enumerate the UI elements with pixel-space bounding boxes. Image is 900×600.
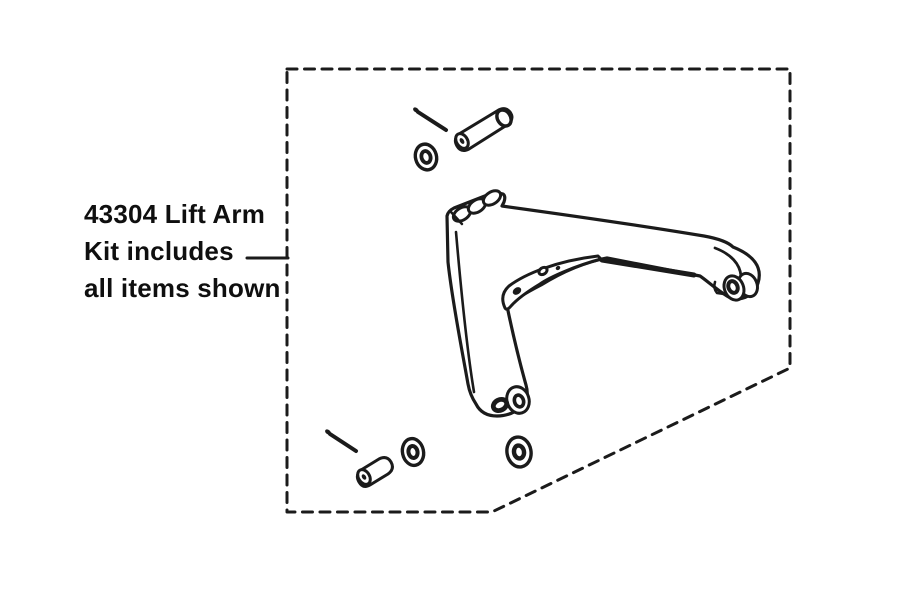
kit-callout-line-1: 43304 Lift Arm (84, 199, 266, 229)
washer-hole (419, 149, 433, 165)
lift-arm-outline (445, 190, 761, 418)
plate-hole (555, 265, 561, 271)
lower-tie-bar (599, 257, 697, 278)
washer-bottom-left (400, 436, 426, 468)
pin-head (495, 108, 513, 128)
bushing-tab (713, 280, 726, 296)
plate-hole (537, 265, 549, 277)
kit-callout-line-3: all items shown (84, 273, 281, 303)
clevis-pin-top (453, 107, 514, 152)
clevis-bushing-hole (512, 393, 526, 409)
arm-end-bushing-hole (726, 279, 740, 295)
cotter-pin-top (413, 107, 448, 132)
kit-callout-label: 43304 Lift Arm Kit includes all items sh… (84, 196, 281, 307)
lift-arm-assembly (445, 189, 761, 418)
washer-bottom-right (505, 435, 533, 469)
washer-top (413, 142, 439, 172)
washer-hole (406, 444, 420, 460)
bracket-inner-line (449, 210, 464, 226)
cotter-pin-bottom (325, 429, 358, 453)
clamp-serration-ring (481, 189, 503, 207)
cotter-pin-head (325, 429, 331, 435)
washer-hole (511, 443, 527, 461)
kit-callout-line-2: Kit includes (84, 236, 234, 266)
leg-inner-line (454, 230, 476, 394)
clevis-pin-hole (490, 397, 510, 413)
kit-boundary-dashed-border (285, 67, 792, 514)
clevis-pin-bottom (355, 456, 394, 488)
pin-end-hole (459, 138, 465, 144)
cotter-pin-head (413, 107, 419, 113)
plate-hole (512, 287, 522, 295)
reinforcement-plate (501, 254, 603, 311)
pin-end-hole (361, 474, 367, 480)
